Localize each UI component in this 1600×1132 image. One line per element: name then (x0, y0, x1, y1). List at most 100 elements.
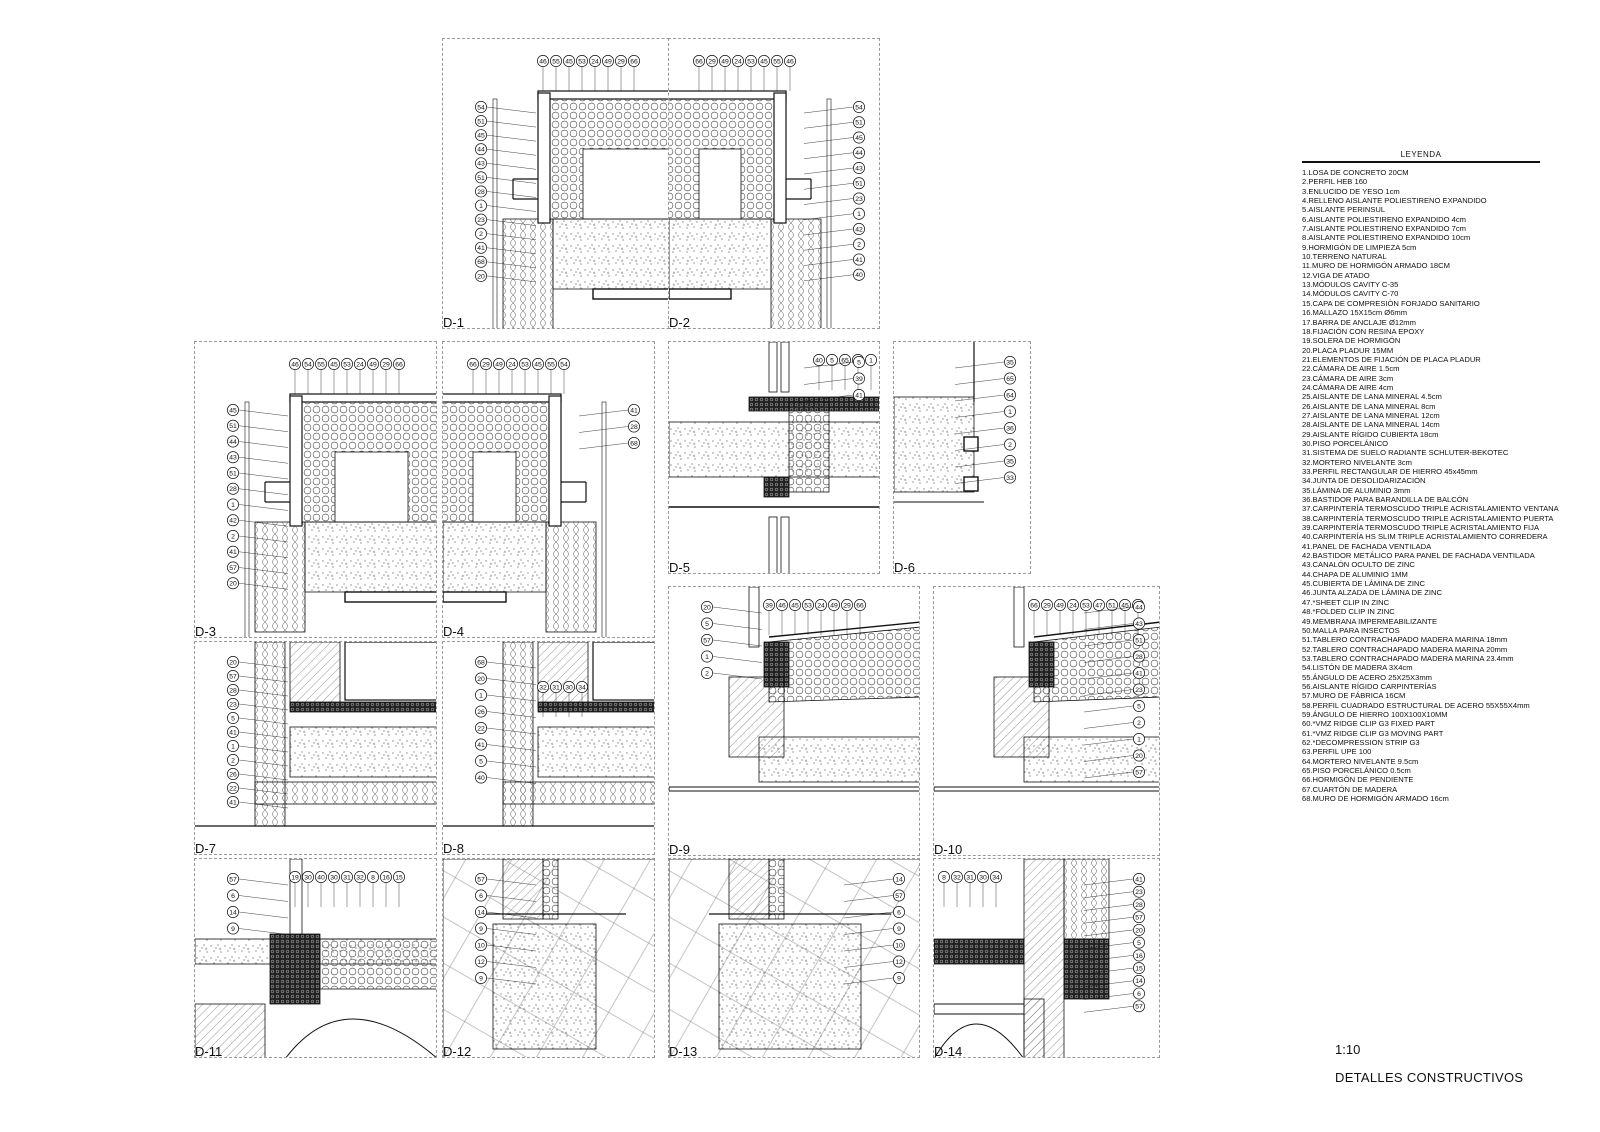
svg-text:24: 24 (356, 361, 364, 368)
callout-bubble: 5 (853, 356, 865, 368)
legend-item: 26.AISLANTE DE LANA MINERAL 8cm (1302, 401, 1436, 411)
svg-text:44: 44 (477, 147, 485, 154)
svg-text:42: 42 (855, 226, 863, 233)
legend-item: 25.AISLANTE DE LANA MINERAL 4.5cm (1302, 392, 1442, 402)
detail-label: D-1 (443, 315, 464, 330)
callout-bubble: 32 (354, 871, 366, 883)
svg-text:65: 65 (1006, 376, 1014, 383)
callout-bubble: 5 (1133, 936, 1145, 949)
svg-text:46: 46 (786, 58, 794, 65)
svg-text:31: 31 (966, 874, 974, 881)
callout-bubble: 30 (977, 871, 989, 883)
callout-bubble: 49 (367, 358, 379, 370)
legend-item: 67.CUARTÓN DE MADERA (1302, 784, 1398, 794)
callout-bubble: 2 (701, 667, 713, 679)
callout-bubble: 2 (853, 238, 865, 251)
callout-bubble: 5 (701, 617, 713, 630)
legend-item: 38.CARPINTERÍA TERMOSCUDO TRIPLE ACRISTA… (1302, 513, 1554, 523)
callout-bubble: 45 (789, 599, 801, 611)
svg-text:16: 16 (1135, 953, 1143, 960)
svg-text:28: 28 (630, 424, 638, 431)
svg-text:24: 24 (817, 602, 825, 609)
callout-bubble: 41 (628, 404, 640, 416)
svg-text:1: 1 (1137, 736, 1141, 743)
legend-item: 35.LÁMINA DE ALUMINIO 3mm (1302, 485, 1411, 495)
callout-bubble: 40 (813, 354, 825, 366)
callout-bubble: 6 (475, 889, 487, 902)
legend-item: 40.CARPINTERÍA HS SLIM TRIPLE ACRISTALAM… (1302, 532, 1548, 542)
svg-text:36: 36 (1006, 425, 1014, 432)
callout-bubble: 30 (563, 681, 575, 693)
callout-bubble: 20 (227, 656, 239, 668)
legend-item: 56.AISLANTE RÍGIDO CARPINTERÍAS (1302, 681, 1437, 691)
callout-bubble: 57 (701, 634, 713, 646)
svg-text:15: 15 (1135, 965, 1143, 972)
legend-item: 68.MURO DE HORMIGÓN ARMADO 16cm (1302, 794, 1449, 804)
svg-text:22: 22 (477, 725, 485, 732)
svg-text:55: 55 (773, 58, 781, 65)
svg-text:14: 14 (1135, 978, 1143, 985)
svg-text:68: 68 (477, 259, 485, 266)
callout-bubble: 36 (1004, 422, 1016, 434)
legend-item: 20.PLACA PLADUR 15MM (1302, 345, 1394, 355)
callout-bubble: 41 (227, 726, 239, 738)
svg-text:49: 49 (369, 361, 377, 368)
svg-text:57: 57 (229, 565, 237, 572)
callout-bubble: 16 (380, 871, 392, 883)
callout-bubble: 41 (853, 253, 865, 266)
svg-text:57: 57 (229, 673, 237, 680)
detail-label: D-8 (443, 841, 464, 856)
svg-text:57: 57 (1135, 769, 1143, 776)
svg-text:35: 35 (1006, 458, 1014, 465)
callout-bubble: 24 (354, 358, 366, 370)
svg-text:46: 46 (778, 602, 786, 609)
svg-text:66: 66 (695, 58, 703, 65)
svg-text:57: 57 (477, 876, 485, 883)
svg-text:41: 41 (1135, 876, 1143, 883)
callout-bubble: 2 (475, 227, 487, 240)
callout-bubble: 20 (1133, 749, 1145, 762)
detail-label: D-13 (669, 1044, 698, 1059)
svg-text:66: 66 (630, 58, 638, 65)
callout-bubble: 40 (475, 771, 487, 784)
svg-text:1: 1 (705, 654, 709, 661)
svg-text:45: 45 (565, 58, 573, 65)
legend-item: 12.VIGA DE ATADO (1302, 270, 1370, 280)
svg-text:6: 6 (231, 893, 235, 900)
callout-bubble: 28 (1133, 898, 1145, 911)
svg-text:5: 5 (479, 758, 483, 765)
legend-item: 47.*SHEET CLIP IN ZINC (1302, 597, 1390, 607)
svg-text:57: 57 (1135, 915, 1143, 922)
svg-text:45: 45 (477, 133, 485, 140)
legend-item: 62.*DECOMPRESSION STRIP G3 (1302, 737, 1420, 747)
callout-bubble: 51 (475, 115, 487, 128)
svg-text:45: 45 (760, 58, 768, 65)
svg-text:41: 41 (630, 407, 638, 414)
svg-text:49: 49 (830, 602, 838, 609)
svg-text:23: 23 (1135, 889, 1143, 896)
callout-bubble: 46 (776, 599, 788, 611)
svg-text:20: 20 (1135, 753, 1143, 760)
callout-bubble: 43 (1133, 617, 1145, 630)
svg-text:57: 57 (1135, 1004, 1143, 1011)
svg-text:29: 29 (1043, 602, 1051, 609)
svg-text:2: 2 (231, 533, 235, 540)
callout-bubble: 16 (1133, 949, 1145, 962)
svg-text:29: 29 (708, 58, 716, 65)
svg-text:23: 23 (855, 196, 863, 203)
callout-bubble: 51 (227, 419, 239, 432)
legend-item: 13.MÓDULOS CAVITY C-35 (1302, 280, 1399, 290)
svg-text:49: 49 (604, 58, 612, 65)
svg-text:23: 23 (477, 217, 485, 224)
legend-item: 16.MALLAZO 15X15cm Ø6mm (1302, 308, 1408, 318)
callout-bubble: 32 (951, 871, 963, 883)
callout-bubble: 40 (315, 871, 327, 883)
callout-bubble: 14 (1133, 974, 1145, 987)
svg-text:40: 40 (317, 874, 325, 881)
